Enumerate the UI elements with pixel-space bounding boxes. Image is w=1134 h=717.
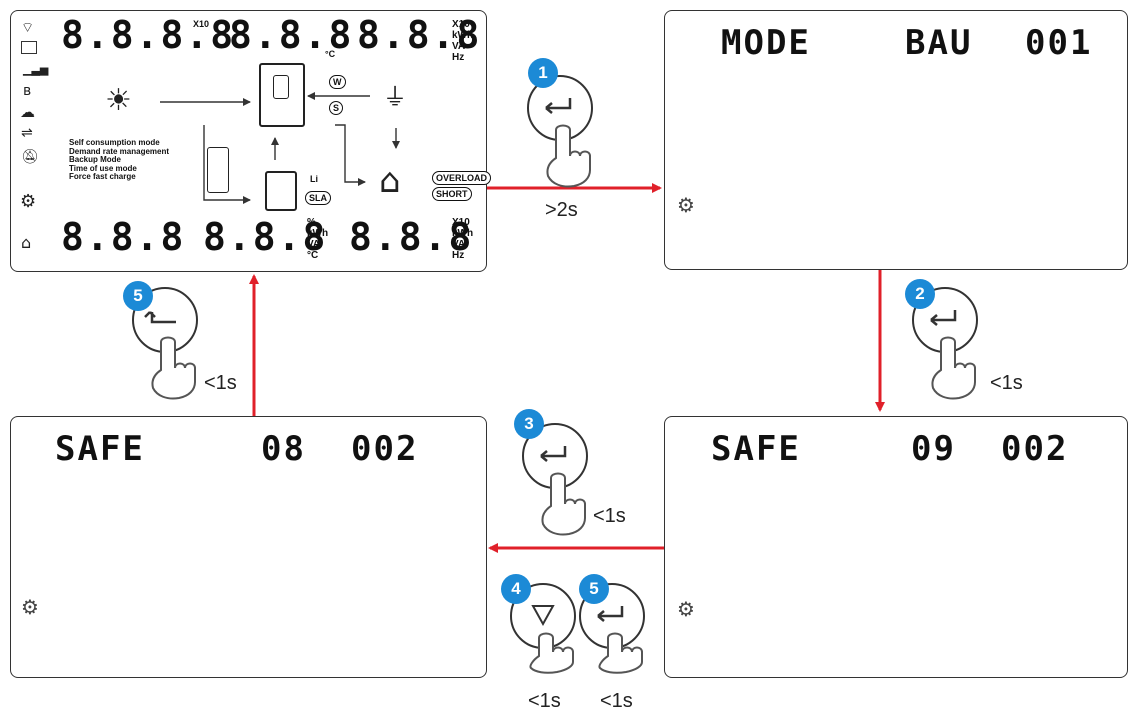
top-celsius-label: °C [325, 49, 336, 59]
timing-label-step-2: <1s [990, 372, 1023, 394]
inverter-icon [259, 63, 305, 127]
gear-icon: ⚙ [677, 193, 695, 217]
bottom-display-1: 8.8.8 [61, 215, 186, 259]
safe-08-value: 08 [261, 429, 306, 469]
meter-icon [207, 147, 229, 193]
safe-08-label: SAFE [55, 429, 145, 469]
step-badge-3: 3 [514, 409, 544, 439]
timing-label-step-5-right: <1s [600, 690, 633, 712]
step-badge-5-right: 5 [579, 574, 609, 604]
button-step-3 [522, 423, 588, 489]
top-x10-label: X10 [193, 19, 210, 29]
safe-09-screen-panel: SAFE 09 002 ⚙ [664, 416, 1128, 678]
safe-08-screen-panel: SAFE 08 002 ⚙ [10, 416, 487, 678]
solar-icon: ☀ [105, 83, 132, 118]
step-badge-1: 1 [528, 58, 558, 88]
timing-label-step-5-left: <1s [204, 372, 237, 394]
top-display-3: 8.8.8 [357, 13, 482, 57]
mode-list: Self consumption mode Demand rate manage… [69, 138, 170, 181]
step-badge-5-left: 5 [123, 281, 153, 311]
main-lcd-panel: ⌔ ▁▃▅ ʙ ☁ ⇌ 🔕︎ ⚙ ⌂ 8.8.8.8 X10 8.8.8 °C … [10, 10, 492, 272]
grid-badge-w: W [329, 75, 346, 89]
safe-08-code: 002 [351, 429, 419, 469]
ethernet-icon [21, 41, 37, 54]
gear-icon: ⚙ [677, 597, 695, 621]
gear-icon: ⚙ [21, 595, 39, 619]
top-display-1: 8.8.8.8 [61, 13, 236, 57]
usb-icon: ⇌ [21, 125, 33, 141]
house-icon: ⌂ [379, 161, 401, 201]
bluetooth-icon: ʙ [23, 83, 32, 99]
hand-press-icon [151, 124, 976, 674]
step-badge-4: 4 [501, 574, 531, 604]
bottom-display-2: 8.8.8 [203, 215, 328, 259]
button-step-4 [510, 583, 576, 649]
mode-screen-label: MODE [721, 23, 811, 63]
grid-badge-s: S [329, 101, 344, 115]
inverter-to-house-arrow [335, 124, 366, 186]
safe-09-code: 002 [1001, 429, 1069, 469]
meter-to-battery-arrow [203, 125, 251, 204]
cloud-icon: ☁ [20, 103, 35, 121]
safe-09-value: 09 [911, 429, 956, 469]
battery-icon [265, 171, 297, 211]
safe-09-label: SAFE [711, 429, 801, 469]
timing-label-step-3: <1s [593, 505, 626, 527]
top-right-units: X10 kWh VA Hz [452, 19, 474, 63]
bell-off-icon: 🔕︎ [21, 149, 39, 165]
timing-label-step-4: <1s [528, 690, 561, 712]
signal-icon: ▁▃▅ [23, 63, 49, 76]
lcd-flow-lines [160, 92, 400, 204]
battery-type-sla: SLA [305, 191, 331, 205]
overload-badge: OVERLOAD [432, 171, 492, 185]
wifi-icon: ⌔ [21, 20, 35, 36]
grid-plug-icon: ⏚ [383, 83, 407, 111]
mode-screen-code: 001 [1025, 23, 1093, 63]
step-badge-2: 2 [905, 279, 935, 309]
top-display-2: 8.8.8 [229, 13, 354, 57]
mode-screen-panel: MODE BAU 001 ⚙ [664, 10, 1128, 270]
gear-icon: ⚙ [20, 191, 37, 212]
battery-charge-icon: ⌂ [21, 233, 32, 252]
bottom-display-3: 8.8.8 [349, 215, 474, 259]
battery-type-li: Li [307, 173, 321, 185]
mode-screen-value: BAU [905, 23, 973, 63]
bottom-mid-units: % kWh VA °C [307, 217, 329, 261]
short-badge: SHORT [432, 187, 472, 201]
bottom-right-units: X10 kWh VA Hz [452, 217, 474, 261]
timing-label-step-1: >2s [545, 199, 578, 221]
